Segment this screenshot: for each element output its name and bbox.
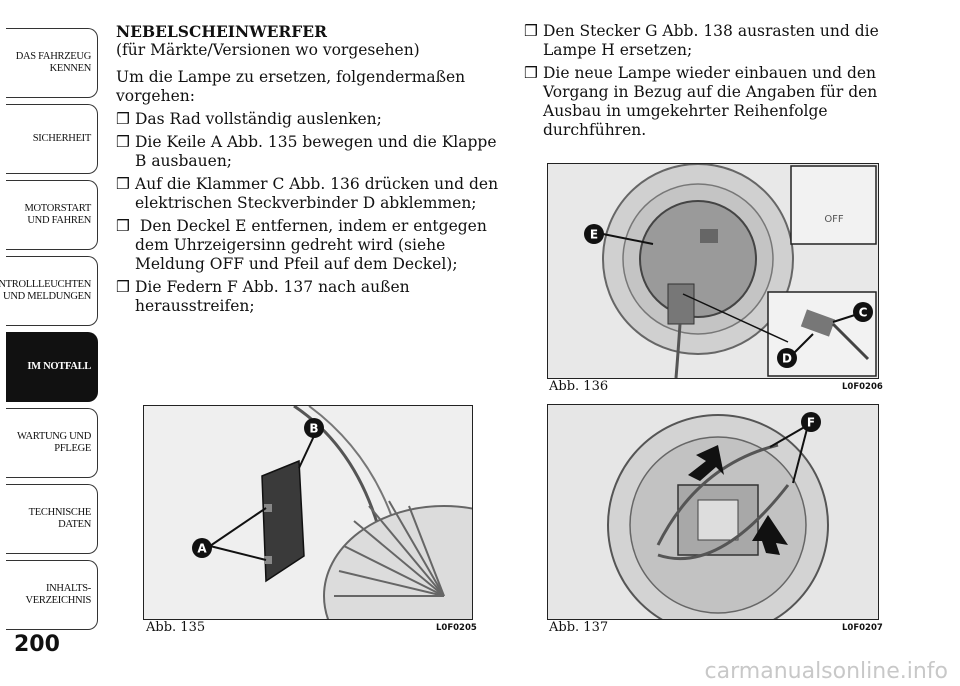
tab-label: INHALTS-VERZEICHNIS — [25, 583, 91, 606]
callout-e-label: E — [590, 228, 598, 242]
tab-sicherheit[interactable]: SICHERHEIT — [6, 104, 98, 174]
bullet-symbol: ❒ — [524, 22, 538, 40]
tab-label: WARTUNG UND PFLEGE — [17, 431, 91, 454]
step-item: ❒ Die neue Lampe wieder einbauen und den … — [524, 64, 884, 140]
tab-im-notfall[interactable]: IM NOTFALL — [6, 332, 98, 402]
figure-135-wheel-arch: B A — [143, 405, 473, 620]
tab-kontrollleuchten-und-meldungen[interactable]: KONTROLLLEUCHTEN UND MELDUNGEN — [0, 256, 98, 326]
step-text: Den Deckel E entfernen, indem er entgege… — [135, 217, 492, 273]
step-text: Den Stecker G Abb. 138 ausrasten und die… — [543, 22, 879, 59]
tab-label: SICHERHEIT — [32, 133, 92, 144]
tab-wartung-und-pflege[interactable]: WARTUNG UND PFLEGE — [6, 408, 98, 478]
step-item: ❒ Den Stecker G Abb. 138 ausrasten und di… — [524, 22, 884, 60]
step-item: ❒ Den Deckel E entfernen, indem er entge… — [116, 217, 500, 274]
tab-label: IM NOTFALL — [27, 361, 91, 372]
step-text: Das Rad vollständig auslenken; — [135, 110, 382, 128]
callout-a-label: A — [197, 542, 207, 556]
left-column: NEBELSCHEINWERFER (für Märkte/Versionen … — [116, 22, 500, 320]
page-number: 200 — [14, 632, 60, 657]
callout-a — [192, 538, 212, 558]
right-column: ❒ Den Stecker G Abb. 138 ausrasten und di… — [524, 22, 884, 144]
bullet-symbol: ❒ — [116, 217, 130, 235]
tab-motorstart-und-fahren[interactable]: MOTORSTART UND FAHREN — [6, 180, 98, 250]
tab-das-fahrzeug-kennen[interactable]: DAS FAHRZEUG KENNEN — [6, 28, 98, 98]
step-text: Auf die Klammer C Abb. 136 drücken und d… — [135, 175, 499, 212]
tab-label: TECHNISCHE DATEN — [28, 507, 92, 530]
bullet-symbol: ❒ — [524, 64, 538, 82]
figure-137-caption: Abb. 137 — [549, 620, 609, 635]
figure-136-caption: Abb. 136 — [549, 379, 609, 394]
figure-137-code: L0F0207 — [842, 623, 883, 633]
step-text: Die neue Lampe wieder einbauen und den V… — [543, 64, 878, 139]
tab-label: MOTORSTART UND FAHREN — [24, 203, 91, 226]
step-item: ❒ Die Federn F Abb. 137 nach außen heraus… — [116, 278, 500, 316]
figure-135-caption: Abb. 135 — [146, 620, 206, 635]
step-item: ❒ Auf die Klammer C Abb. 136 drücken und … — [116, 175, 500, 213]
step-item: ❒ Die Keile A Abb. 135 bewegen und die Kl… — [116, 133, 500, 171]
figure-136-code: L0F0206 — [842, 382, 883, 392]
bullet-symbol: ❒ — [116, 278, 130, 296]
intro-text: Um die Lampe zu ersetzen, folgendermaßen… — [116, 68, 466, 105]
section-heading: NEBELSCHEINWERFER — [116, 22, 328, 41]
bullet-symbol: ❒ — [116, 175, 130, 193]
off-marking: OFF — [824, 214, 844, 225]
figure-137-lamp-springs: F — [547, 404, 879, 620]
tab-label: KONTROLLLEUCHTEN UND MELDUNGEN — [0, 279, 91, 302]
figure-135-code: L0F0205 — [436, 623, 477, 633]
bullet-symbol: ❒ — [116, 133, 130, 151]
callout-f-label: F — [807, 416, 815, 430]
tab-inhaltsverzeichnis[interactable]: INHALTS-VERZEICHNIS — [6, 560, 98, 630]
tab-technische-daten[interactable]: TECHNISCHE DATEN — [6, 484, 98, 554]
step-text: Die Keile A Abb. 135 bewegen und die Kla… — [135, 133, 497, 170]
figure-136-fog-lamp-cover: OFF E C D — [547, 163, 879, 379]
bullet-symbol: ❒ — [116, 110, 130, 128]
step-item: ❒ Das Rad vollständig auslenken; — [116, 110, 500, 129]
tab-label: DAS FAHRZEUG KENNEN — [15, 51, 92, 74]
step-text: Die Federn F Abb. 137 nach außen herauss… — [135, 278, 410, 315]
callout-d-label: D — [782, 352, 792, 366]
callout-b-label: B — [309, 422, 318, 436]
watermark: carmanualsonline.info — [704, 659, 948, 684]
callout-c-label: C — [859, 306, 868, 320]
callout-b — [304, 418, 324, 438]
section-subheading: (für Märkte/Versionen wo vorgesehen) — [116, 41, 420, 59]
